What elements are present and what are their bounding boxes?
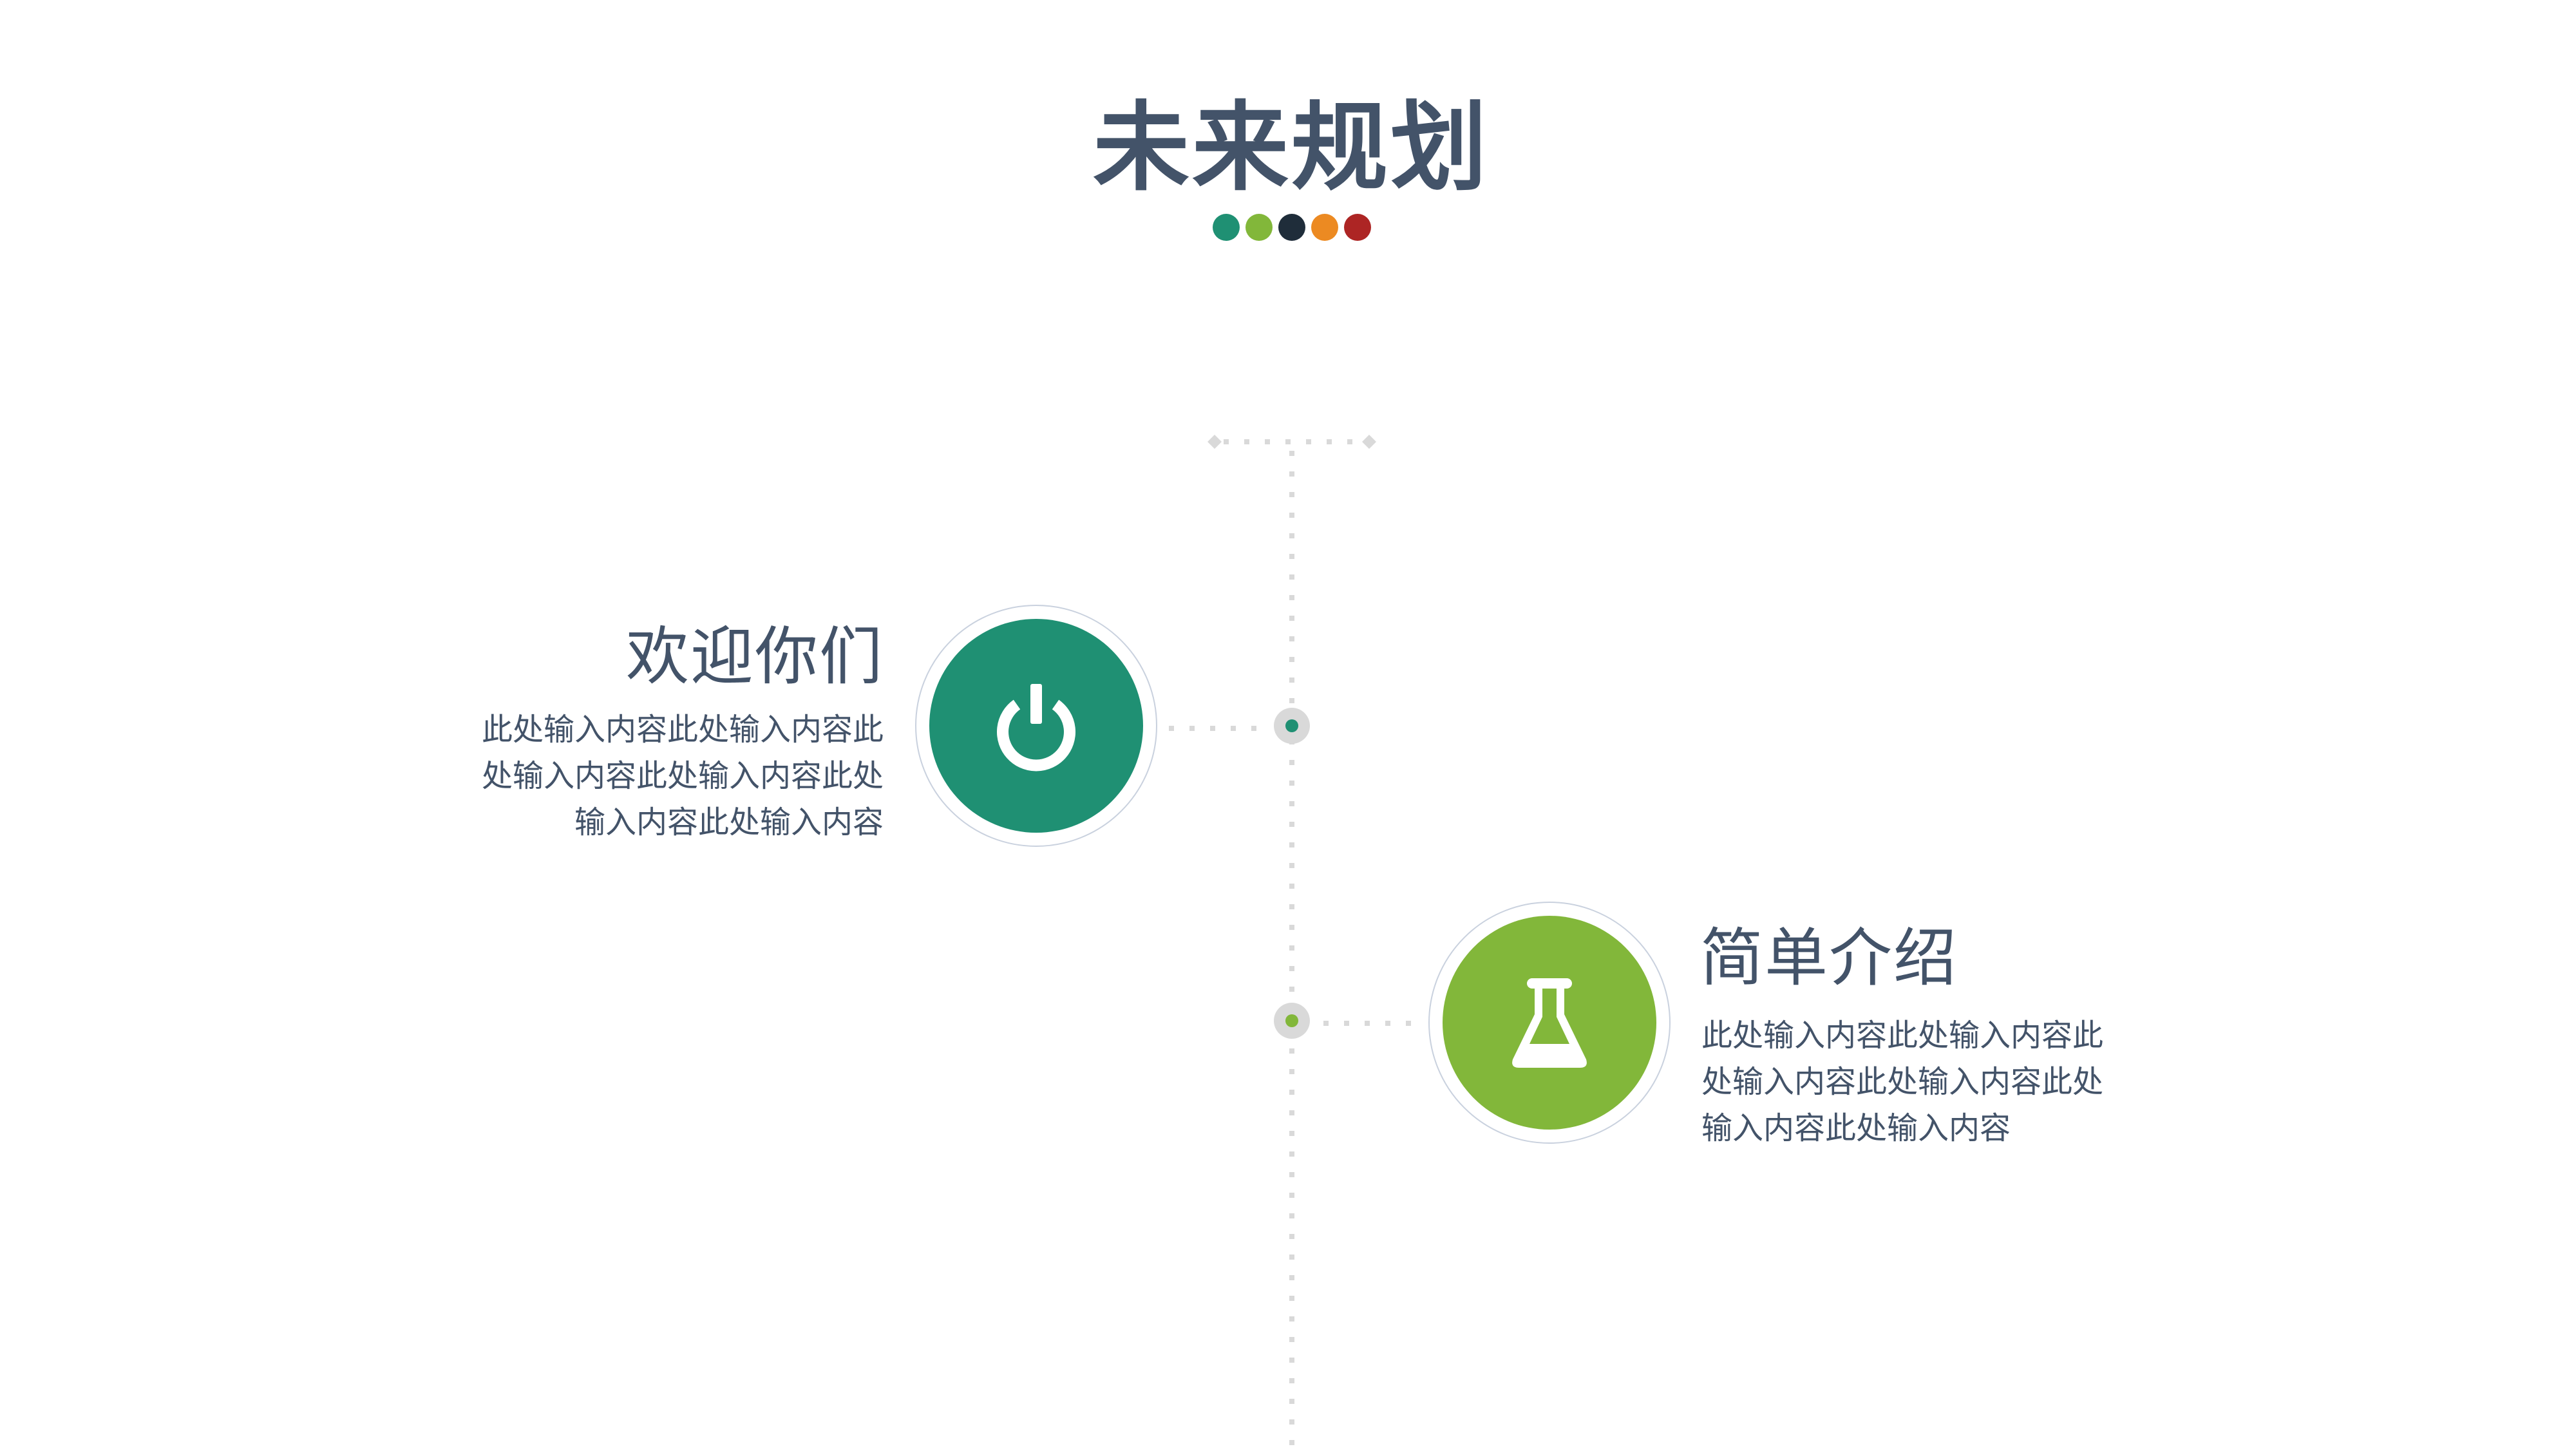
- item-heading-2: 简单介绍: [1700, 922, 1958, 995]
- color-dot-green: [1245, 214, 1273, 241]
- page-title: 未来规划: [1092, 92, 1490, 204]
- item-heading-1: 欢迎你们: [625, 620, 884, 694]
- body-line: 此处输入内容此处输入内容此: [1701, 1018, 2104, 1054]
- flask-icon: [1512, 978, 1587, 1068]
- body-line: 处输入内容此处输入内容此处: [1701, 1064, 2104, 1100]
- color-dot-orange: [1311, 214, 1338, 241]
- right-diamond-icon: [1362, 435, 1376, 449]
- color-dot-navy: [1278, 214, 1305, 241]
- icon-disc-2: [1443, 916, 1656, 1130]
- item-body-1: 此处输入内容此处输入内容此 处输入内容此处输入内容此处 输入内容此处输入内容: [482, 706, 884, 846]
- body-line: 此处输入内容此处输入内容此: [481, 712, 884, 748]
- body-line: 输入内容此处输入内容: [574, 804, 884, 840]
- icon-ring-1: [915, 605, 1157, 847]
- power-icon: [997, 684, 1075, 772]
- left-diamond-icon: [1208, 435, 1222, 449]
- color-dot-teal: [1213, 214, 1240, 241]
- body-line: 处输入内容此处输入内容此处: [481, 758, 884, 794]
- color-dot-red: [1344, 214, 1371, 241]
- icon-ring-2: [1428, 902, 1671, 1144]
- item-body-2: 此处输入内容此处输入内容此 处输入内容此处输入内容此处 输入内容此处输入内容: [1701, 1012, 2103, 1151]
- body-line: 输入内容此处输入内容: [1701, 1110, 2011, 1146]
- timeline-node-1: [1274, 708, 1310, 744]
- timeline-node-2: [1274, 1003, 1310, 1039]
- icon-disc-1: [929, 619, 1143, 833]
